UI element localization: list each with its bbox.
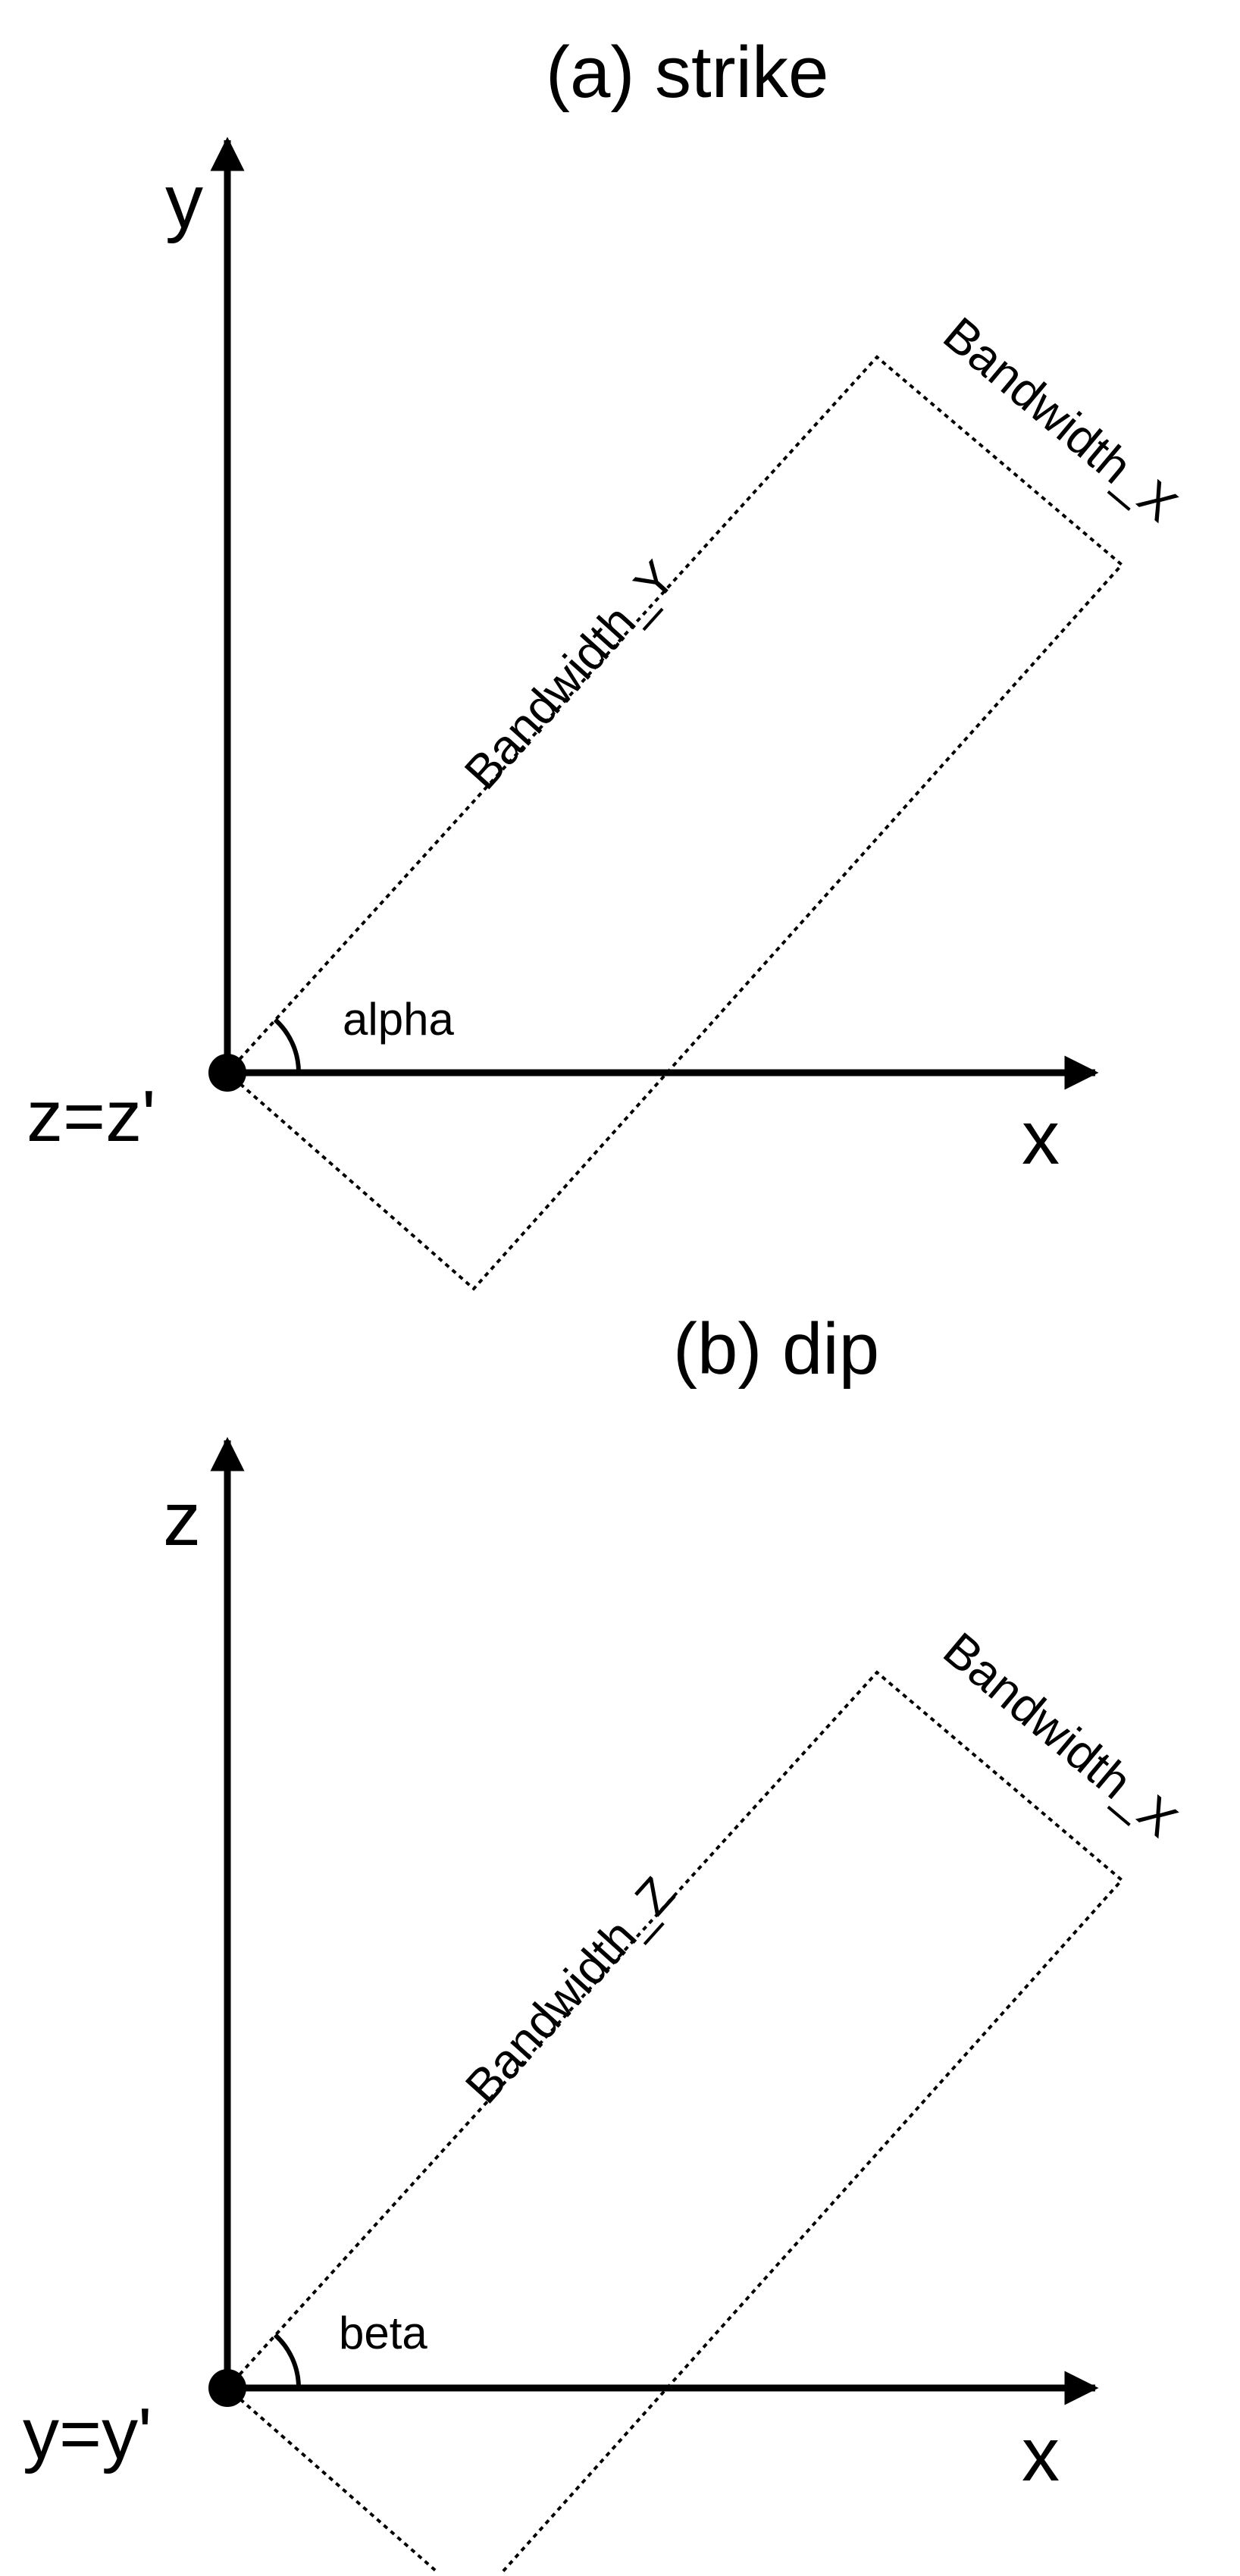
angle-label-beta: beta <box>339 2308 427 2358</box>
panel-b-title: (b) dip <box>673 1308 879 1390</box>
angle-label-alpha: alpha <box>343 994 454 1045</box>
short-side-label: Bandwidth_X <box>934 306 1188 532</box>
bandwidth-rectangle <box>225 355 1124 1291</box>
origin-point <box>208 1054 246 1092</box>
angle-arc-alpha <box>273 1017 302 1073</box>
x-axis-label: x <box>1022 1095 1060 1180</box>
panel-dip: (b) dip z x beta y=y' Bandwidth_Z Bandwi… <box>23 1308 1188 2576</box>
x-axis-label: x <box>1022 2412 1060 2497</box>
long-side-label: Bandwidth_Y <box>454 550 686 799</box>
long-side-label: Bandwidth_Z <box>455 1866 684 2114</box>
origin-label: y=y' <box>23 2393 152 2474</box>
origin-point <box>208 2369 246 2407</box>
origin-label: z=z' <box>27 1076 155 1157</box>
angle-arc-beta <box>273 2333 302 2389</box>
panel-strike: (a) strike y x alpha z=z' Bandwidth_Y Ba… <box>27 32 1188 1291</box>
bandwidth-rectangle <box>225 1670 1124 2576</box>
z-axis-label: z <box>163 1477 201 1562</box>
panel-a-title: (a) strike <box>546 32 828 113</box>
y-axis-label: y <box>165 159 203 244</box>
short-side-label: Bandwidth_X <box>934 1622 1188 1847</box>
